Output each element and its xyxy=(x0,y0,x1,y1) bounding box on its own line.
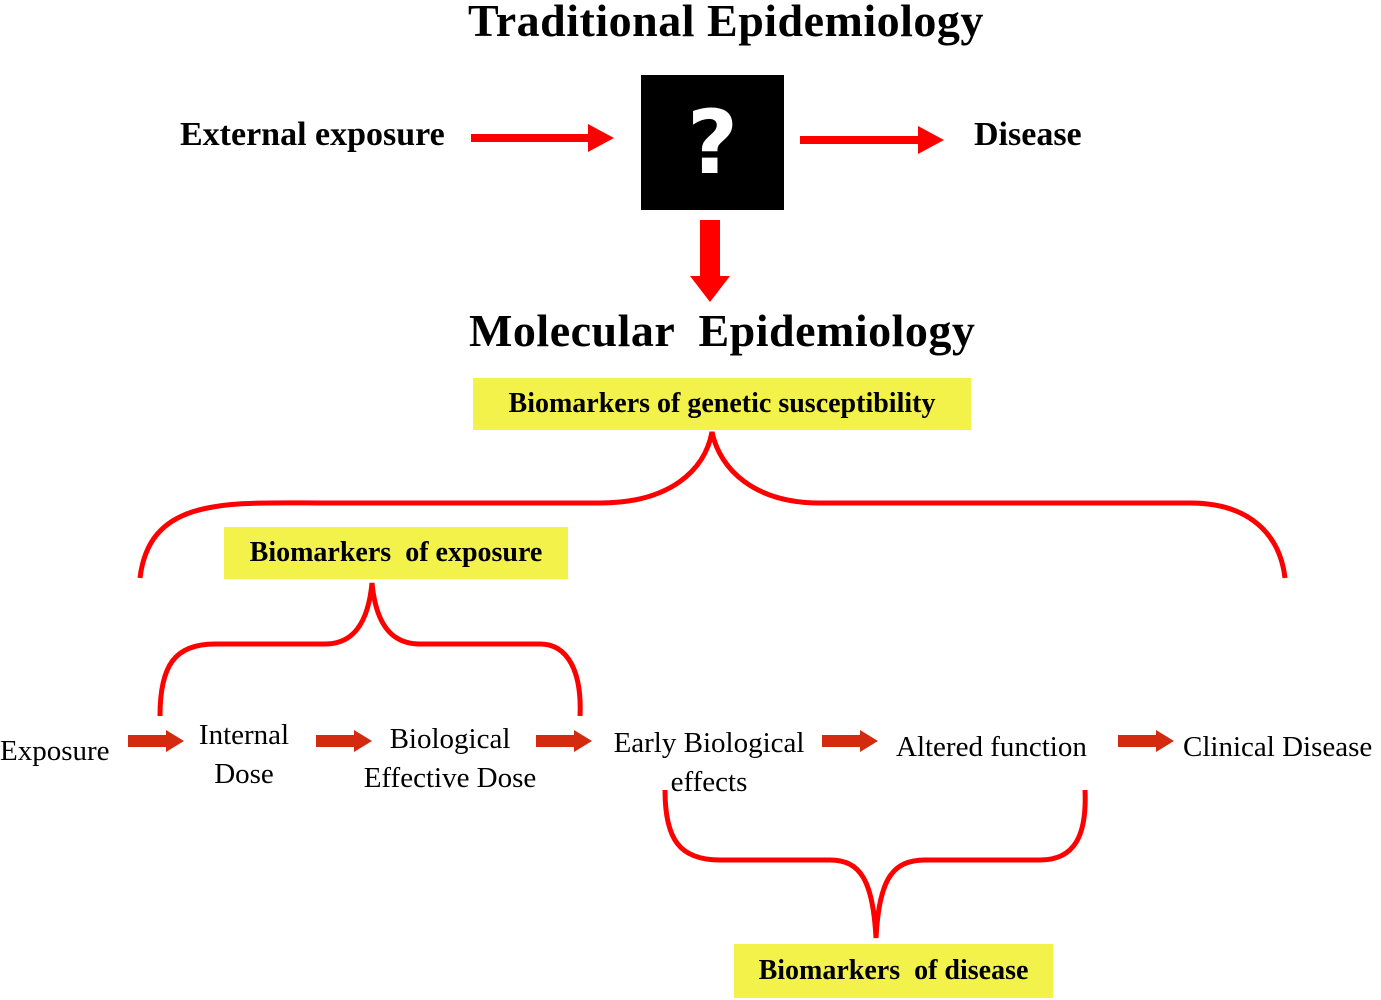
molecular-title: Molecular Epidemiology xyxy=(469,305,976,356)
chain-step-label: Early Biological xyxy=(613,727,805,759)
unknown-mechanism-box: ? xyxy=(641,75,784,210)
chain-step-label: Clinical Disease xyxy=(1183,731,1373,763)
disease-label: Disease xyxy=(974,116,1082,153)
exposure-biomarkers-box: Biomarkers of exposure xyxy=(224,527,568,579)
chain-step-clinical-disease: Clinical Disease xyxy=(1183,728,1372,767)
chain-arrow-5 xyxy=(1118,730,1174,752)
chain-arrow-4 xyxy=(822,730,878,752)
arrow-unknown-to-disease xyxy=(800,126,944,154)
brace-genetic-susceptibility xyxy=(137,431,1288,579)
chain-step-label-2: Effective Dose xyxy=(363,762,537,794)
question-mark-icon: ? xyxy=(686,91,739,194)
chain-step-label-2: Dose xyxy=(214,758,274,790)
chain-step-label: Altered function xyxy=(896,731,1087,763)
chain-arrow-3 xyxy=(536,730,592,752)
chain-step-biological-effective-dose: Biological Effective Dose xyxy=(352,720,548,798)
chain-step-internal-dose: Internal Dose xyxy=(180,716,308,794)
genetic-susceptibility-box: Biomarkers of genetic susceptibility xyxy=(473,378,971,430)
brace-exposure xyxy=(157,582,583,717)
chain-step-label-2: effects xyxy=(670,766,748,798)
chain-step-exposure: Exposure xyxy=(0,732,110,771)
chain-arrow-2 xyxy=(316,730,372,752)
chain-step-label: Biological xyxy=(389,723,511,755)
chain-step-early-biological-effects: Early Biological effects xyxy=(600,724,818,802)
chain-step-label: Exposure xyxy=(0,735,110,767)
chain-step-label: Internal xyxy=(198,719,290,751)
external-exposure-label: External exposure xyxy=(180,116,445,153)
arrow-traditional-to-molecular xyxy=(690,220,730,302)
traditional-title: Traditional Epidemiology xyxy=(468,0,984,46)
arrow-exposure-to-unknown xyxy=(471,124,614,152)
chain-step-altered-function: Altered function xyxy=(896,728,1087,767)
chain-arrow-1 xyxy=(128,730,184,752)
brace-disease xyxy=(662,789,1088,939)
disease-biomarkers-box: Biomarkers of disease xyxy=(734,944,1053,998)
